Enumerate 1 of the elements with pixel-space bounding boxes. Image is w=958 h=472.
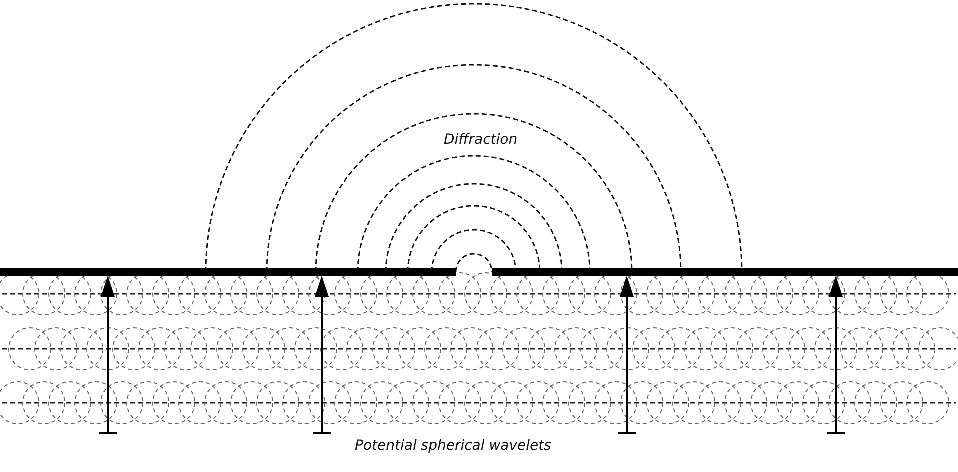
wavelets-label: Potential spherical wavelets	[352, 438, 554, 454]
